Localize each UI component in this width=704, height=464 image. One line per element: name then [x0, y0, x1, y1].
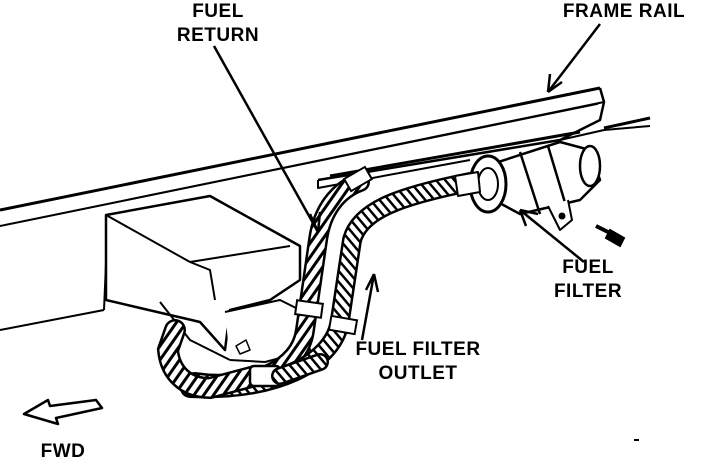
fuel-filter-label-line-1: FUEL: [562, 257, 614, 278]
fuel-filter-outlet-label-line-1: FUEL FILTER: [355, 339, 481, 360]
crossmember: [104, 194, 311, 363]
fuel-filter-outlet-label: FUEL FILTER OUTLET: [348, 338, 488, 386]
frame-rail-label-text: FRAME RAIL: [562, 1, 686, 22]
fwd-label: FWD: [28, 440, 98, 464]
lower-hose-loop: [156, 319, 329, 400]
fwd-arrow-icon: [22, 398, 104, 426]
fuel-return-label-line-2: RETURN: [176, 25, 260, 46]
mounting-bolt: [595, 224, 626, 248]
fuel-return-label: FUEL RETURN: [168, 0, 268, 48]
fwd-label-text: FWD: [40, 441, 86, 462]
fuel-filter-label: FUEL FILTER: [548, 256, 628, 304]
frame-rail: [0, 86, 651, 331]
leader-lines: [212, 23, 601, 341]
fuel-return-label-line-1: FUEL: [192, 1, 244, 22]
fuel-filter-canister: [454, 140, 602, 231]
frame-rail-label: FRAME RAIL: [554, 0, 694, 24]
fuel-filter-label-line-2: FILTER: [553, 281, 623, 302]
fuel-filter-outlet-label-line-2: OUTLET: [378, 363, 458, 384]
